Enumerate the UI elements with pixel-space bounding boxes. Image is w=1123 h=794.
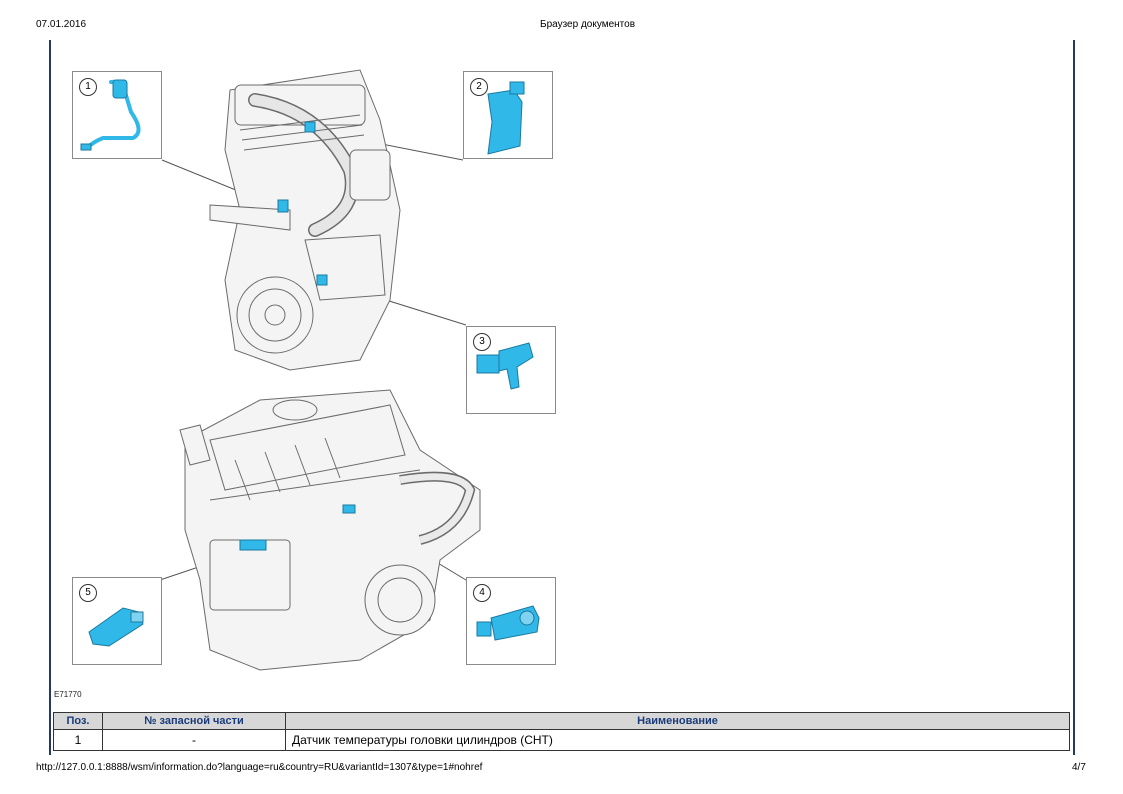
callout-number: 1 bbox=[79, 78, 97, 96]
left-frame-rule bbox=[49, 40, 51, 755]
temperature-sensor-icon bbox=[80, 79, 141, 151]
figure-code: E71770 bbox=[54, 690, 82, 699]
sensor-module-icon bbox=[487, 81, 525, 155]
column-header-name: Наименование bbox=[285, 712, 1070, 730]
cell-name: Датчик температуры головки цилиндров (CH… bbox=[285, 729, 1070, 751]
cell-part-number: - bbox=[102, 729, 286, 751]
header-date: 07.01.2016 bbox=[36, 19, 87, 30]
footer-page-number: 4/7 bbox=[1072, 762, 1086, 773]
callout-1: 1 bbox=[72, 71, 162, 159]
engine-sensor-figure: 1 2 3 4 5 bbox=[60, 60, 580, 680]
cell-position: 1 bbox=[53, 729, 103, 751]
callout-number: 4 bbox=[473, 584, 491, 602]
table-row: 1 - Датчик температуры головки цилиндров… bbox=[53, 729, 1070, 751]
camshaft-sensor-icon bbox=[476, 605, 540, 641]
callout-2: 2 bbox=[463, 71, 553, 159]
sensor-1-highlight bbox=[277, 199, 289, 213]
pressure-sensor-icon bbox=[88, 607, 144, 647]
right-frame-rule bbox=[1073, 40, 1075, 755]
engine-illustration bbox=[159, 69, 481, 671]
lower-engine-drawing bbox=[179, 389, 481, 671]
sensor-2-highlight bbox=[304, 121, 316, 133]
callout-4: 4 bbox=[466, 577, 556, 665]
sensor-3-highlight bbox=[316, 274, 328, 286]
callout-5: 5 bbox=[72, 577, 162, 665]
table-header-row: Поз. № запасной части Наименование bbox=[53, 712, 1070, 730]
sensor-4-highlight bbox=[342, 504, 356, 514]
callout-number: 2 bbox=[470, 78, 488, 96]
callout-number: 5 bbox=[79, 584, 97, 602]
column-header-position: Поз. bbox=[53, 712, 103, 730]
callout-number: 3 bbox=[473, 333, 491, 351]
column-header-part-number: № запасной части bbox=[102, 712, 286, 730]
callout-3: 3 bbox=[466, 326, 556, 414]
footer-url: http://127.0.0.1:8888/wsm/information.do… bbox=[36, 762, 483, 773]
header-title: Браузер документов bbox=[540, 19, 636, 30]
parts-table: Поз. № запасной части Наименование 1 - Д… bbox=[53, 712, 1070, 751]
crankshaft-sensor-icon bbox=[476, 342, 534, 390]
upper-engine-drawing bbox=[209, 69, 401, 371]
sensor-5-highlight bbox=[239, 539, 267, 551]
